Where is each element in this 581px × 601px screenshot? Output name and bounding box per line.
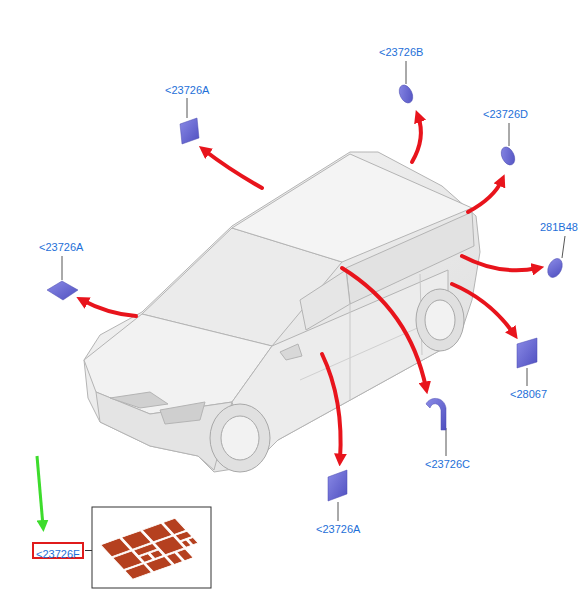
callout-text: <23726F	[36, 548, 80, 561]
part-callout: <23726C	[425, 458, 470, 471]
part-callout: <23726A	[316, 523, 360, 536]
part-callout: <23726D	[483, 108, 528, 121]
part-callout: <23726A	[39, 241, 83, 254]
part-callout: <23726B	[379, 46, 423, 59]
part-callout: 281B48	[540, 221, 578, 234]
part-callout: <28067	[510, 388, 547, 401]
highlighted-callout-box: <23726F	[32, 542, 84, 559]
part-callout: <23726A	[165, 84, 209, 97]
